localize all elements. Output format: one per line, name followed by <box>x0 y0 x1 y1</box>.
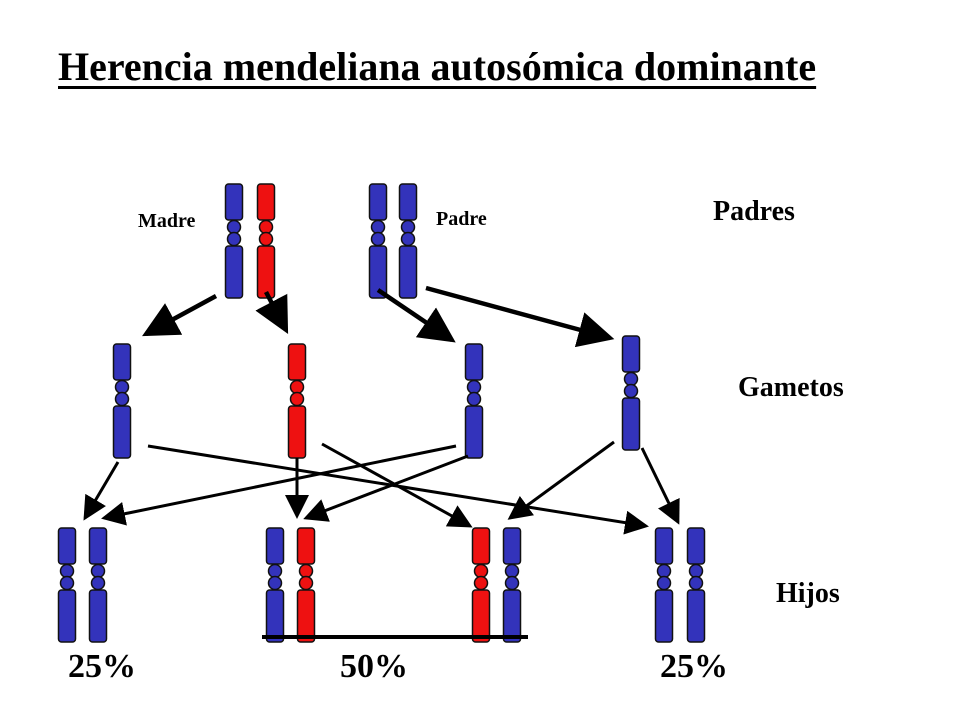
gamete-father-b <box>621 335 641 451</box>
father-label: Padre <box>436 208 487 230</box>
offspring-label: Hijos <box>776 578 840 609</box>
offspring-1-chromosome-a <box>57 527 77 643</box>
offspring-3-chromosome-b <box>502 527 522 643</box>
arrow-father-to-gamete-a <box>376 288 456 343</box>
percentage-left: 25% <box>68 648 136 685</box>
arrow-gamete-normal-to-offspring-1 <box>83 461 120 521</box>
father-chromosome-b <box>398 183 418 299</box>
father-chromosome-a <box>368 183 388 299</box>
mother-label: Madre <box>138 210 196 232</box>
mother-chromosome-dominant <box>256 183 276 299</box>
arrow-gamete-father-b-to-offspring-3 <box>507 440 615 520</box>
offspring-3-chromosome-a <box>471 527 491 643</box>
arrow-father-to-gamete-b <box>425 285 615 348</box>
arrow-mother-to-gamete-dominant <box>255 290 289 334</box>
gamete-mother-dominant <box>287 343 307 459</box>
arrow-gamete-father-b-to-offspring-4 <box>640 447 680 525</box>
offspring-4-chromosome-a <box>654 527 674 643</box>
gamete-father-a <box>464 343 484 459</box>
chromosomes-layer <box>57 183 706 643</box>
parents-label: Padres <box>713 196 795 227</box>
gametes-label: Gametos <box>738 372 844 403</box>
arrow-mother-to-gamete-normal <box>142 294 218 337</box>
arrow-gamete-father-a-to-offspring-2 <box>303 454 469 522</box>
page-title: Herencia mendeliana autosómica dominante <box>58 44 817 89</box>
offspring-1-chromosome-b <box>88 527 108 643</box>
gamete-mother-normal <box>112 343 132 459</box>
percentage-middle: 50% <box>340 648 408 685</box>
arrows-layer <box>83 285 680 535</box>
arrow-gamete-father-a-to-offspring-1 <box>101 444 457 526</box>
offspring-4-chromosome-b <box>686 527 706 643</box>
mother-chromosome-normal <box>224 183 244 299</box>
offspring-2-chromosome-b <box>296 527 316 643</box>
offspring-2-chromosome-a <box>265 527 285 643</box>
percentage-right: 25% <box>660 648 728 685</box>
